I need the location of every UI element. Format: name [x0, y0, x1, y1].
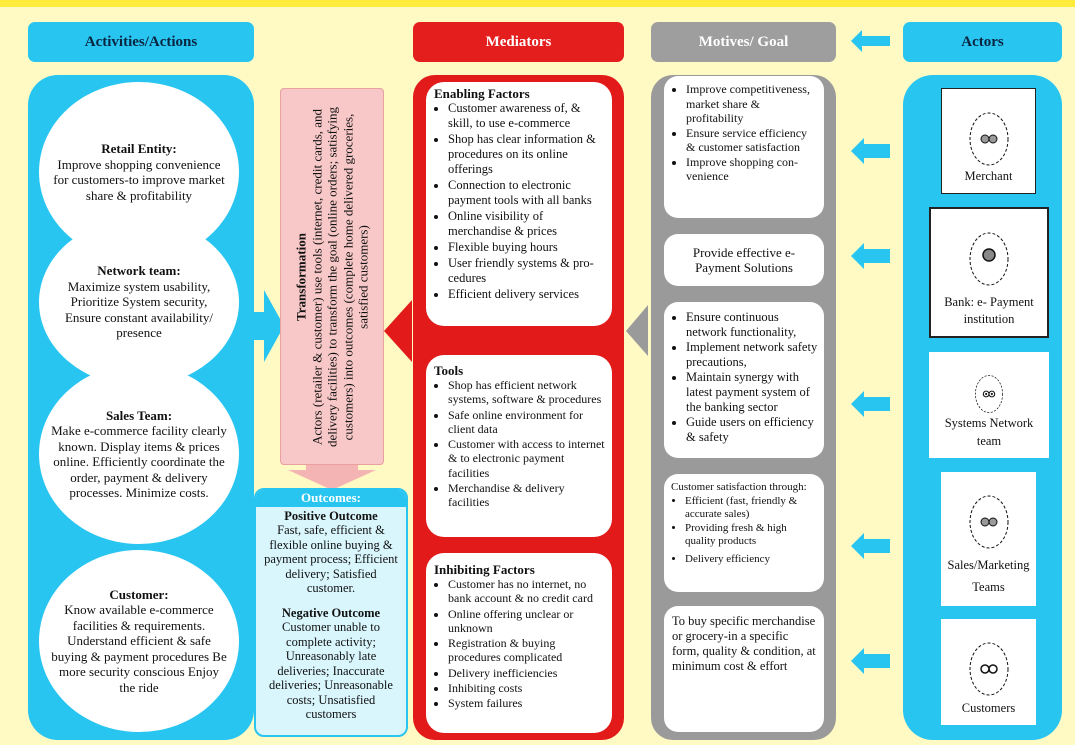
- tools-item: Merchandise & delivery facilities: [448, 481, 606, 510]
- activity-title: Retail Entity:: [101, 141, 177, 156]
- motive-item: Maintain synergy with latest payment sys…: [686, 370, 818, 415]
- motive-item: Improve competitiveness, market share & …: [686, 82, 818, 126]
- enabling-factors-box: Enabling Factors Customer awareness of, …: [426, 82, 612, 326]
- tools-item: Customer with access to internet & to el…: [448, 437, 606, 480]
- activity-title: Customer:: [109, 586, 169, 602]
- figure-eight-icon: [969, 112, 1008, 166]
- actor-label: Merchant: [964, 169, 1013, 183]
- actor-label: Customers: [961, 701, 1016, 715]
- tools-box: Tools Shop has efficient network systems…: [426, 355, 612, 537]
- actor-network-team: Systems Network team: [929, 352, 1049, 458]
- enabling-item: Efficient delivery services: [448, 287, 606, 302]
- actor-label: Sales/Marketing Teams: [947, 558, 1030, 594]
- infinity-icon: [969, 642, 1008, 696]
- motive-box-network: Ensure continuous network functionality,…: [664, 302, 824, 458]
- negative-outcome-title: Negative Outcome: [281, 605, 381, 620]
- motive-item: Implement network safety precautions,: [686, 340, 818, 370]
- transformation-title: Transformation: [293, 232, 309, 321]
- inhibiting-item: Registration & buying procedures complic…: [448, 636, 606, 665]
- actor-arrow-2: [851, 243, 890, 269]
- inhibiting-item: Delivery inefficiencies: [448, 666, 606, 680]
- activity-title: Sales Team:: [105, 407, 173, 423]
- activity-text: Maximize system usability, Prioritize Sy…: [64, 278, 213, 341]
- inhibiting-item: Inhibiting costs: [448, 681, 606, 695]
- actor-arrow-1: [851, 138, 890, 164]
- activity-network-team: Network team: Maximize system usability,…: [39, 218, 239, 386]
- transformation-text: Actors (retailer & customer) use tools (…: [308, 106, 371, 447]
- double-ring-icon: [975, 375, 1003, 413]
- motive-text: To buy specific merchandise or grocery-i…: [672, 614, 816, 673]
- motive-text: Provide effective e- Payment Solutions: [692, 244, 796, 276]
- motive-box-customer: To buy specific merchandise or grocery-i…: [664, 606, 824, 732]
- activity-title: Network team:: [97, 263, 181, 279]
- motive-item: Ensure continuous network functionality,: [686, 310, 818, 340]
- filled-dot-icon: [969, 232, 1009, 286]
- figure-eight-icon: [969, 495, 1008, 549]
- motive-item: Ensure service efficiency & customer sat…: [686, 126, 818, 155]
- header-motives: Motives/ Goal: [651, 22, 836, 62]
- actor-merchant: Merchant: [941, 88, 1036, 194]
- enabling-item: Shop has clear information & procedures …: [448, 132, 606, 177]
- mediators-to-transformation-arrow: [384, 300, 412, 362]
- activity-text: Improve shopping convenience for custome…: [53, 156, 225, 203]
- motive-item: Improve shopping con-venience: [686, 155, 818, 184]
- transformation-box: Transformation Actors (retailer & custom…: [280, 88, 384, 465]
- enabling-factors-title: Enabling Factors: [434, 86, 530, 101]
- inhibiting-item: System failures: [448, 696, 606, 710]
- enabling-item: Online visibility of merchandise & price…: [448, 209, 606, 239]
- header-arrow: [851, 30, 890, 52]
- tools-title: Tools: [434, 363, 464, 378]
- header-actors: Actors: [903, 22, 1062, 62]
- enabling-item: Customer awareness of, & skill, to use e…: [448, 101, 606, 131]
- motives-to-mediators-arrow: [626, 305, 648, 356]
- top-border: [0, 0, 1075, 7]
- actor-label: Bank: e- Payment institution: [944, 295, 1034, 326]
- tools-item: Shop has efficient network systems, soft…: [448, 378, 606, 407]
- positive-outcome-text: Fast, safe, efficient & flexible online …: [264, 523, 398, 595]
- header-mediators: Mediators: [413, 22, 624, 62]
- motive-intro: Customer satisfaction through:: [671, 481, 807, 493]
- header-activities: Activities/Actions: [28, 22, 254, 62]
- inhibiting-item: Online offering unclear or unknown: [448, 607, 606, 636]
- inhibiting-factors-box: Inhibiting Factors Customer has no inter…: [426, 553, 612, 733]
- activity-text: Know available e-commerce facilities & r…: [51, 602, 227, 695]
- transformation-to-outcomes-arrow: [288, 465, 376, 490]
- enabling-item: Flexible buying hours: [448, 240, 606, 255]
- motive-item: Providing fresh & high quality products: [685, 522, 818, 549]
- inhibiting-item: Customer has no internet, no bank accoun…: [448, 577, 606, 606]
- outcomes-box: Outcomes: Positive Outcome Fast, safe, e…: [254, 488, 408, 737]
- outcomes-title: Outcomes:: [256, 490, 406, 507]
- motive-item: Guide users on efficiency & safety: [686, 415, 818, 445]
- activity-sales-team: Sales Team: Make e-commerce facility cle…: [39, 364, 239, 544]
- motive-box-merchant: Improve competitiveness, market share & …: [664, 76, 824, 218]
- activities-to-transformation-arrow: [250, 290, 284, 362]
- tools-item: Safe online environment for client data: [448, 408, 606, 437]
- actor-label: Systems Network team: [944, 416, 1034, 448]
- actor-sales-teams: Sales/Marketing Teams: [941, 472, 1036, 606]
- positive-outcome-title: Positive Outcome: [284, 508, 378, 523]
- enabling-item: Connection to electronic payment tools w…: [448, 178, 606, 208]
- actor-arrow-5: [851, 648, 890, 674]
- enabling-item: User friendly systems & pro- cedures: [448, 256, 606, 286]
- actor-customers: Customers: [941, 619, 1036, 725]
- motive-box-bank: Provide effective e- Payment Solutions: [664, 234, 824, 286]
- inhibiting-factors-title: Inhibiting Factors: [434, 562, 535, 577]
- negative-outcome-text: Customer unable to complete activity; Un…: [269, 620, 393, 721]
- activity-customer: Customer: Know available e-commerce faci…: [39, 550, 239, 732]
- activity-text: Make e-commerce facility clearly known. …: [51, 423, 227, 500]
- motive-item: Delivery efficiency: [685, 553, 818, 567]
- actor-arrow-4: [851, 533, 890, 559]
- actor-bank: Bank: e- Payment institution: [929, 207, 1049, 338]
- motive-item: Efficient (fast, friendly & accurate sal…: [685, 495, 818, 522]
- motive-box-sales: Customer satisfaction through: Efficient…: [664, 474, 824, 592]
- actor-arrow-3: [851, 391, 890, 417]
